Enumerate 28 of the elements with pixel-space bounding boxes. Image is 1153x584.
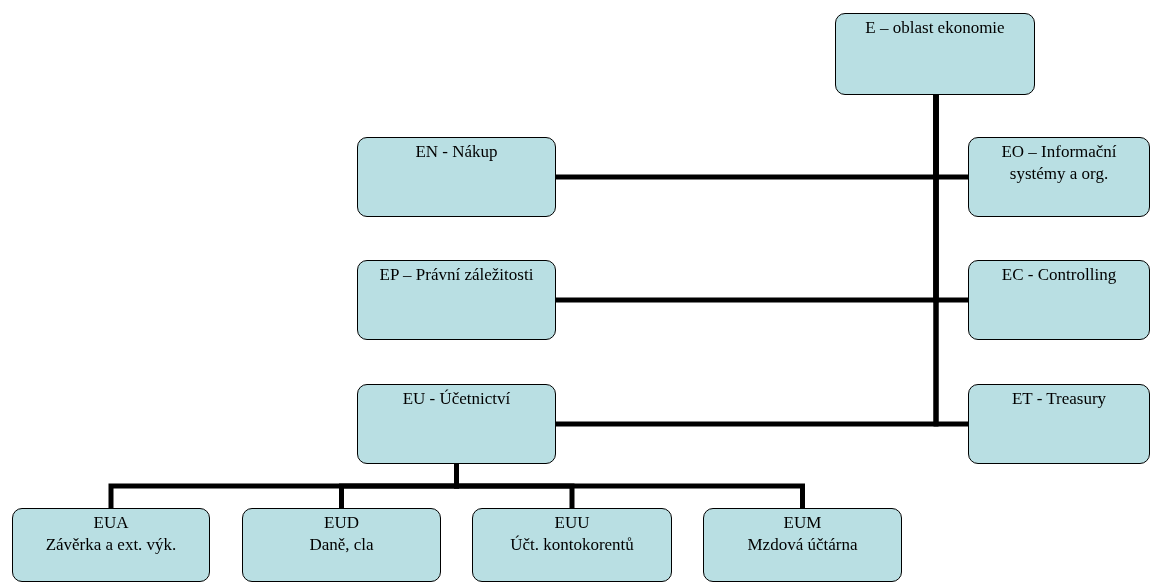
box-label: Daně, cla [308, 534, 375, 557]
box-label: EU - Účetnictví [401, 388, 512, 410]
box-label: Závěrka a ext. výk. [44, 534, 178, 557]
org-box [12, 508, 210, 582]
box-label: EN - Nákup [414, 141, 499, 163]
org-box [242, 508, 441, 582]
box-label: EUU [553, 512, 591, 534]
box-label: EO – Informační systémy a org. [1000, 141, 1118, 186]
org-box [357, 137, 556, 217]
box-label: E – oblast ekonomie [864, 17, 1006, 39]
box-label: ET - Treasury [1010, 388, 1108, 410]
box-label: EUD [323, 512, 360, 534]
box-label: EP – Právní záležitosti [378, 264, 535, 286]
connector-line [454, 464, 805, 508]
org-box [968, 384, 1150, 464]
org-box [835, 13, 1035, 95]
connector-line [933, 95, 968, 427]
org-box [472, 508, 672, 582]
box-label: EUA [92, 512, 130, 534]
box-label: Účt. kontokorentů [509, 534, 635, 557]
box-label: EUM [782, 512, 823, 534]
org-box [968, 137, 1150, 217]
org-box [357, 384, 556, 464]
box-label: Mzdová účtárna [746, 534, 859, 557]
org-box [968, 260, 1150, 340]
org-box [703, 508, 902, 582]
box-label: EC - Controlling [1000, 264, 1118, 286]
org-box [357, 260, 556, 340]
